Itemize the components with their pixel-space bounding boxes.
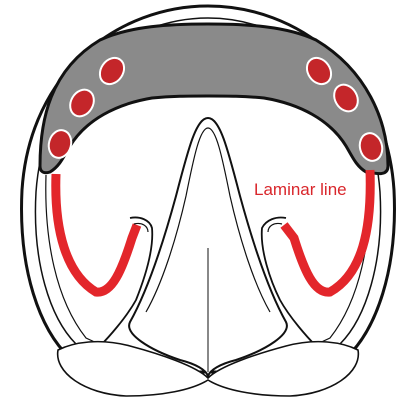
laminar-line-label: Laminar line (254, 180, 347, 200)
